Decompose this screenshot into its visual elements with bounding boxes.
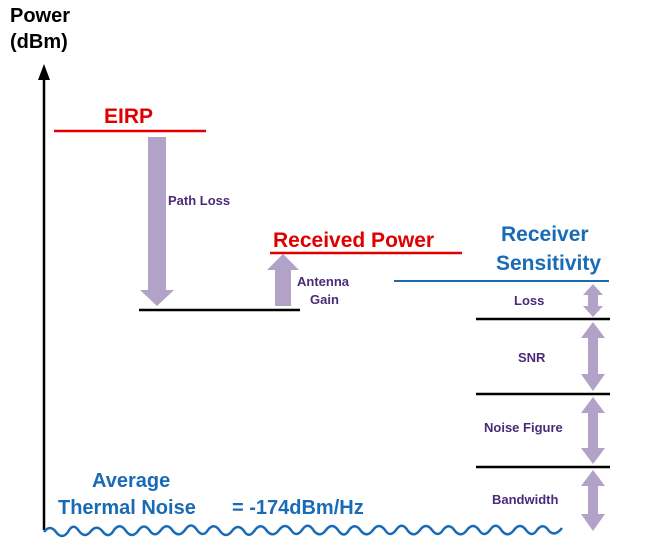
antenna-gain-label-2: Gain bbox=[310, 292, 339, 307]
path-loss-arrow bbox=[140, 137, 174, 306]
thermal-noise-label-2: Thermal Noise bbox=[58, 497, 196, 519]
antenna-gain-arrow bbox=[267, 254, 299, 306]
snr-label: SNR bbox=[518, 350, 546, 365]
axis-arrowhead bbox=[38, 64, 50, 80]
eirp-label: EIRP bbox=[104, 105, 153, 128]
received-power-label: Received Power bbox=[273, 229, 434, 252]
thermal-noise-wave bbox=[43, 524, 563, 538]
antenna-gain-label-1: Antenna bbox=[297, 274, 350, 289]
axis-title-unit: (dBm) bbox=[10, 31, 68, 53]
bandwidth-arrow bbox=[581, 470, 605, 531]
snr-arrow bbox=[581, 322, 605, 391]
noise-figure-label: Noise Figure bbox=[484, 420, 563, 435]
receiver-sensitivity-label-1: Receiver bbox=[501, 223, 589, 246]
path-loss-label: Path Loss bbox=[168, 193, 230, 208]
loss-label: Loss bbox=[514, 293, 544, 308]
bandwidth-label: Bandwidth bbox=[492, 492, 558, 507]
thermal-noise-value: = -174dBm/Hz bbox=[232, 497, 364, 519]
axis-title-power: Power bbox=[10, 5, 70, 27]
thermal-noise-label-1: Average bbox=[92, 470, 170, 492]
receiver-sensitivity-label-2: Sensitivity bbox=[496, 252, 601, 275]
loss-arrow bbox=[583, 284, 603, 317]
noise-figure-arrow bbox=[581, 397, 605, 464]
